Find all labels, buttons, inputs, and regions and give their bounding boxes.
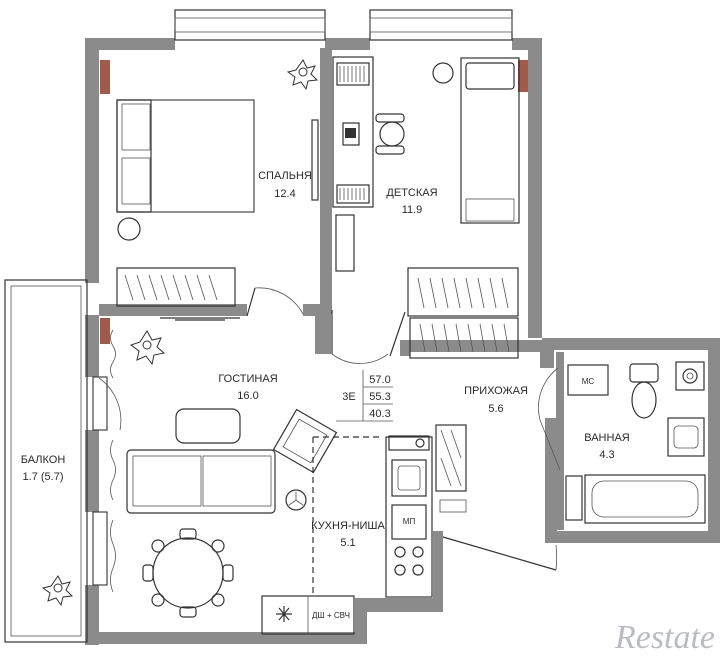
bedroom-name: СПАЛЬНЯ xyxy=(258,170,312,182)
kids-furniture xyxy=(332,56,520,359)
area-summary: 3E 57.0 55.3 40.3 xyxy=(336,370,393,422)
washer-label: МС xyxy=(582,377,595,386)
living-name: ГОСТИНАЯ xyxy=(218,373,277,385)
living-furniture xyxy=(110,329,355,635)
watermark: Restate xyxy=(614,619,715,656)
bath-area: 4.3 xyxy=(599,449,614,461)
hall-area: 5.6 xyxy=(488,403,503,415)
dishwasher-label: МП xyxy=(403,517,416,526)
balcony-outline xyxy=(4,279,88,643)
summary-net: 40.3 xyxy=(369,408,390,420)
kitchen-area: 5.1 xyxy=(340,537,355,549)
summary-living: 55.3 xyxy=(369,391,390,403)
summary-code: 3E xyxy=(342,391,355,403)
kids-area: 11.9 xyxy=(402,204,423,216)
bedroom-furniture xyxy=(116,99,319,321)
kitchen-furniture xyxy=(312,424,467,598)
builtin-label: ДШ + СВЧ xyxy=(312,611,350,620)
summary-total: 57.0 xyxy=(369,374,390,386)
balcony-name: БАЛКОН xyxy=(21,454,66,466)
kids-name: ДЕТСКАЯ xyxy=(386,187,437,199)
doors xyxy=(98,287,561,571)
balcony-area: 1.7 (5.7) xyxy=(23,471,64,483)
plants xyxy=(41,59,319,607)
interior-walls xyxy=(99,48,564,543)
bedroom-area: 12.4 xyxy=(274,188,295,200)
living-area: 16.0 xyxy=(237,390,258,402)
exterior-walls xyxy=(85,9,720,645)
bath-fixtures xyxy=(565,361,706,524)
kitchen-name: КУХНЯ-НИША xyxy=(311,520,385,532)
hall-name: ПРИХОЖАЯ xyxy=(464,385,528,397)
bath-name: ВАННАЯ xyxy=(584,432,630,444)
